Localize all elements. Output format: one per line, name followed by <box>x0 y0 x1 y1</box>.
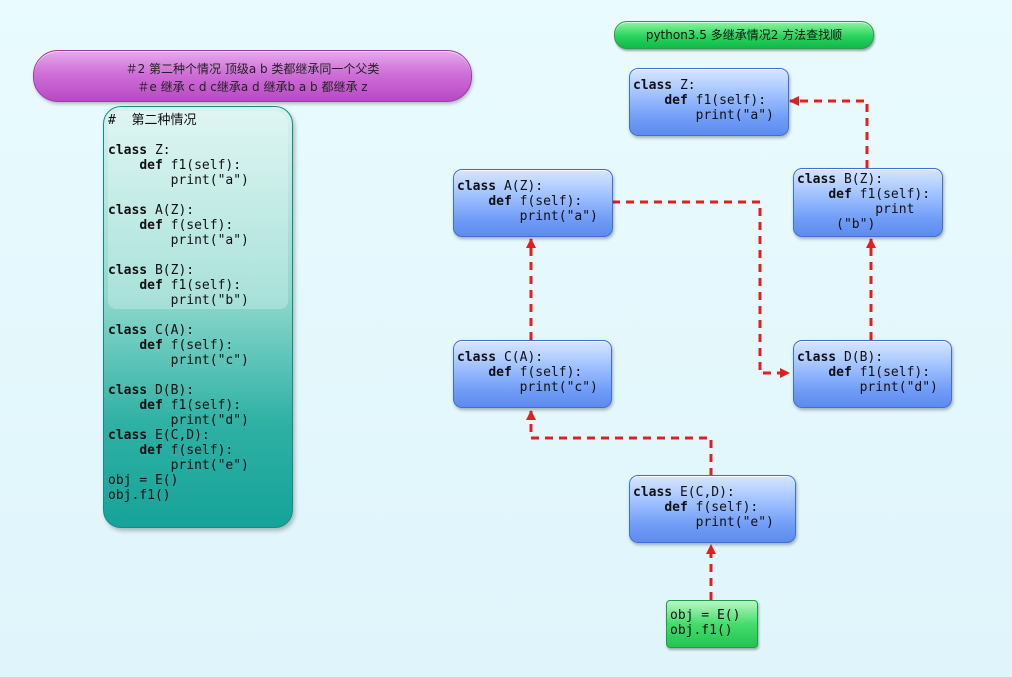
code-panel-line: def f(self): <box>139 443 234 458</box>
code-panel-line: print("b") <box>108 293 249 308</box>
class-z-line: print("a") <box>633 108 774 123</box>
code-panel-line: class C(A): <box>108 323 195 338</box>
class-b-line: class B(Z): <box>797 172 884 187</box>
class-b-box: class B(Z): def f1(self): print ("b") <box>793 168 943 237</box>
class-a-line: def f(self): <box>488 194 583 209</box>
banner-line-2: ＃e 继承 c d c继承a d 继承b a b 都继承 z <box>137 80 368 94</box>
class-b-line: def f1(self): <box>828 187 931 202</box>
code-panel-line: class A(Z): <box>108 203 195 218</box>
obj-call-box: obj = E()obj.f1() <box>666 600 758 648</box>
class-b-code: class B(Z): def f1(self): print ("b") <box>797 172 930 232</box>
class-e-line: class E(C,D): <box>633 485 735 500</box>
code-panel-line: print("c") <box>108 353 249 368</box>
code-panel-line <box>108 128 249 143</box>
arrow-e-to-c <box>526 410 713 476</box>
class-e-box: class E(C,D): def f(self): print("e") <box>629 475 796 543</box>
class-d-line: print("d") <box>797 380 938 395</box>
class-c-code: class C(A): def f(self): print("c") <box>457 350 598 395</box>
code-panel-line: print("a") <box>108 233 249 248</box>
class-b-line: print <box>797 202 915 217</box>
obj-call-code: obj = E()obj.f1() <box>670 608 740 638</box>
class-z-line: class Z: <box>633 78 696 93</box>
scenario-banner: ＃2 第二种个情况 顶级a b 类都继承同一个父类 ＃e 继承 c d c继承a… <box>33 50 472 102</box>
code-panel-line: def f(self): <box>139 218 234 233</box>
class-e-code: class E(C,D): def f(self): print("e") <box>633 485 774 530</box>
class-d-box: class D(B): def f1(self): print("d") <box>793 340 952 408</box>
code-panel-line <box>108 188 249 203</box>
class-z-code: class Z: def f1(self): print("a") <box>633 78 774 123</box>
class-obj-line: obj.f1() <box>670 623 733 638</box>
code-panel-line: class E(C,D): <box>108 428 210 443</box>
class-c-line: print("c") <box>457 380 598 395</box>
class-d-line: class D(B): <box>797 350 884 365</box>
class-a-line: class A(Z): <box>457 179 544 194</box>
banner-line-1: ＃2 第二种个情况 顶级a b 类都继承同一个父类 <box>125 62 380 76</box>
code-panel: # 第二种情况 class Z: def f1(self): print("a"… <box>103 106 293 528</box>
class-a-code: class A(Z): def f(self): print("a") <box>457 179 598 224</box>
class-obj-line: obj = E() <box>670 608 741 623</box>
code-panel-line: obj.f1() <box>108 488 171 503</box>
class-e-line: print("e") <box>633 515 774 530</box>
class-a-line: print("a") <box>457 209 598 224</box>
code-panel-line: class D(B): <box>108 383 195 398</box>
code-panel-line: print("a") <box>108 173 249 188</box>
code-panel-line <box>108 248 249 263</box>
class-e-line: def f(self): <box>664 500 759 515</box>
arrow-b-to-z <box>789 96 869 168</box>
code-panel-line: def f1(self): <box>139 398 242 413</box>
code-panel-line: def f1(self): <box>139 158 242 173</box>
code-panel-line: class B(Z): <box>108 263 195 278</box>
class-c-box: class C(A): def f(self): print("c") <box>453 340 612 408</box>
code-panel-line: class Z: <box>108 143 171 158</box>
code-panel-line: def f1(self): <box>139 278 242 293</box>
code-panel-line: def f(self): <box>139 338 234 353</box>
class-z-line: def f1(self): <box>664 93 767 108</box>
class-c-line: def f(self): <box>488 365 583 380</box>
class-b-line: ("b") <box>797 217 876 232</box>
diagram-title: python3.5 多继承情况2 方法查找顺 <box>614 21 874 49</box>
class-d-line: def f1(self): <box>828 365 931 380</box>
code-panel-line <box>108 308 249 323</box>
class-z-box: class Z: def f1(self): print("a") <box>629 68 789 136</box>
class-c-line: class C(A): <box>457 350 544 365</box>
code-panel-line: obj = E() <box>108 473 179 488</box>
code-panel-line: print("d") <box>108 413 249 428</box>
code-panel-line: print("e") <box>108 458 249 473</box>
class-a-box: class A(Z): def f(self): print("a") <box>453 169 613 237</box>
code-listing: # 第二种情况 class Z: def f1(self): print("a"… <box>108 113 249 503</box>
code-panel-line: # 第二种情况 <box>108 113 197 128</box>
class-d-code: class D(B): def f1(self): print("d") <box>797 350 938 395</box>
code-panel-line <box>108 368 249 383</box>
arrow-a-to-d <box>612 200 790 378</box>
